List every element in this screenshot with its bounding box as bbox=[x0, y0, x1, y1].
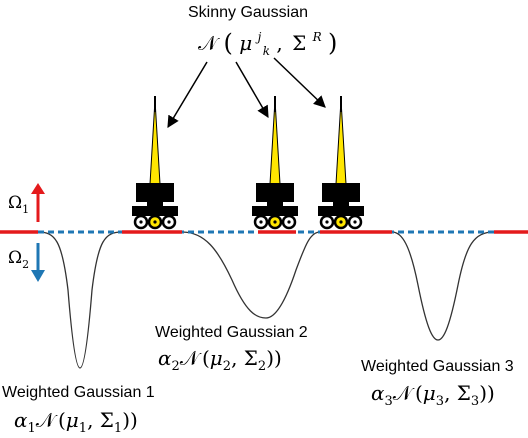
rover-icon bbox=[318, 96, 364, 230]
pointer-arrow-3 bbox=[273, 57, 326, 108]
pointer-arrow-2 bbox=[235, 61, 269, 119]
rover-icon bbox=[132, 96, 178, 230]
rover-wheel-hub bbox=[339, 220, 343, 224]
rover-wheel-hub bbox=[287, 220, 291, 224]
gaussian-2-title: Weighted Gaussian 2 bbox=[155, 324, 308, 341]
rover-chassis bbox=[132, 206, 178, 216]
gaussian-3-title: Weighted Gaussian 3 bbox=[361, 358, 514, 375]
sensor-beam-icon bbox=[149, 99, 161, 185]
omega2-label: Ω2 bbox=[8, 248, 29, 271]
sensor-beam-icon bbox=[269, 99, 281, 185]
rover-body bbox=[136, 183, 174, 202]
omega1-label: Ω1 bbox=[8, 193, 29, 216]
gaussian-2-formula: α2𝒩(μ2, Σ2)) bbox=[158, 346, 282, 374]
mixture-curve bbox=[37, 231, 495, 369]
gaussian-1-formula: α1𝒩(μ1, Σ1)) bbox=[14, 408, 138, 436]
rover-wheel-hub bbox=[325, 220, 329, 224]
rover-wheel-hub bbox=[259, 220, 263, 224]
sensor-beam-icon bbox=[335, 99, 347, 185]
rover-icon bbox=[252, 96, 298, 230]
rover-chassis bbox=[318, 206, 364, 216]
gaussian-1-title: Weighted Gaussian 1 bbox=[2, 384, 155, 401]
pointer-arrow-1 bbox=[167, 61, 208, 129]
up-arrow-icon bbox=[31, 183, 45, 222]
rover-body bbox=[322, 183, 360, 202]
rover-neck bbox=[147, 201, 163, 207]
rover-wheel-hub bbox=[353, 220, 357, 224]
down-arrow-icon bbox=[31, 243, 45, 282]
rover-chassis bbox=[252, 206, 298, 216]
rover-body bbox=[256, 183, 294, 202]
rover-wheel-hub bbox=[273, 220, 277, 224]
rover-neck bbox=[267, 201, 283, 207]
rover-neck bbox=[333, 201, 349, 207]
rover-wheel-hub bbox=[139, 220, 143, 224]
gaussian-3-formula: α3𝒩(μ3, Σ3)) bbox=[371, 381, 495, 409]
skinny-gaussian-formula: 𝒩 ( μ j k , Σ R ) bbox=[198, 22, 337, 60]
rover-wheel-hub bbox=[153, 220, 157, 224]
rover-wheel-hub bbox=[167, 220, 171, 224]
skinny-gaussian-title: Skinny Gaussian bbox=[188, 4, 308, 21]
